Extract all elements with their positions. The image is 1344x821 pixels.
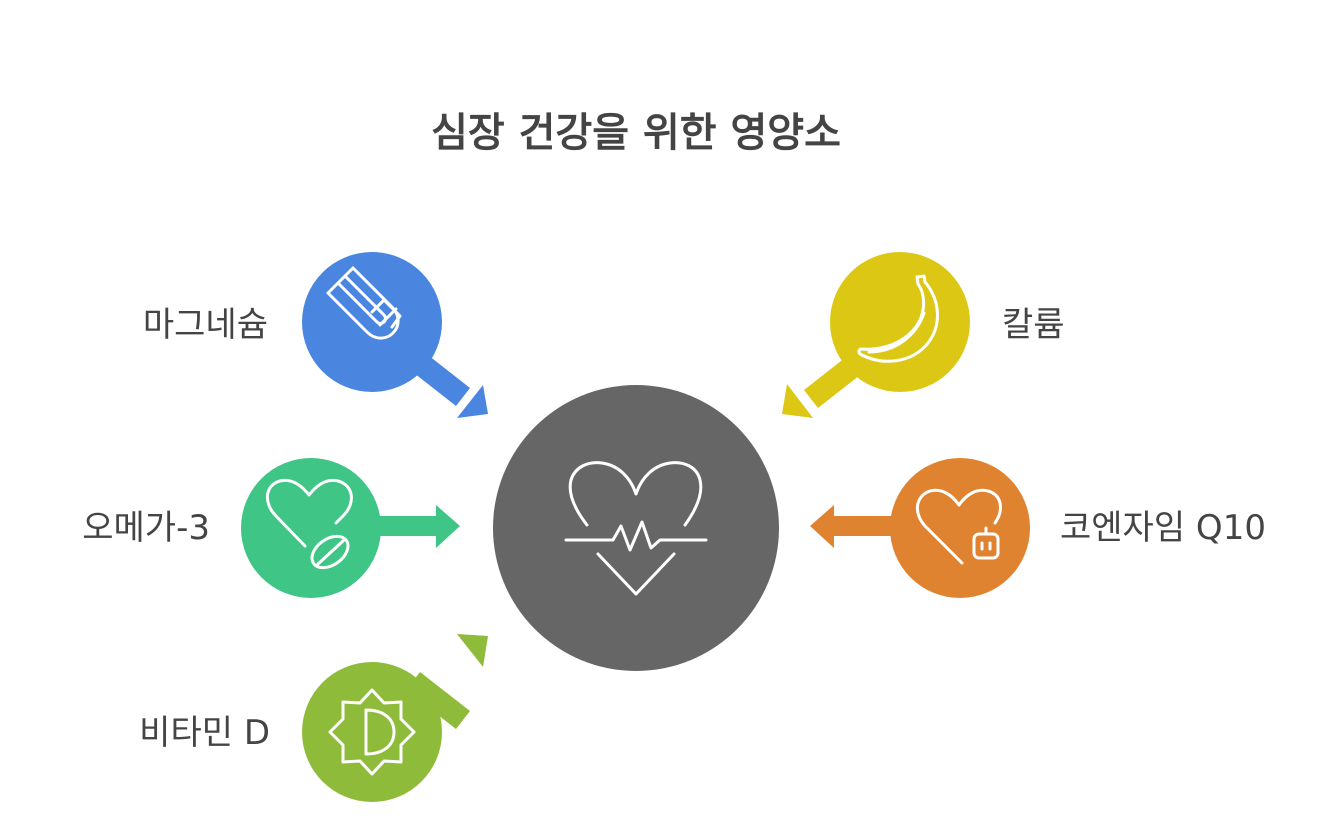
vitamin-d-circle <box>302 662 442 802</box>
vitamin-d-node: 비타민 D <box>139 662 442 802</box>
potassium-node: 칼륨 <box>830 252 1065 392</box>
coq10-circle <box>890 458 1030 598</box>
coq10-label: 코엔자임 Q10 <box>1060 508 1266 548</box>
coq10-arrow <box>810 505 900 548</box>
potassium-circle <box>830 252 970 392</box>
heart-robot-icon <box>916 488 1002 565</box>
magnesium-label: 마그네슘 <box>143 305 268 345</box>
omega3-circle <box>241 458 381 598</box>
potassium-label: 칼륨 <box>1002 305 1065 345</box>
magnesium-circle <box>302 252 442 392</box>
center-node <box>493 385 779 671</box>
magnesium-node: 마그네슘 <box>143 252 442 392</box>
magnet-icon <box>326 266 402 340</box>
heart-pulse-icon <box>564 461 708 596</box>
center-circle <box>493 385 779 671</box>
omega3-node: 오메가-3 <box>82 458 381 598</box>
diagram-title: 심장 건강을 위한 영양소 <box>431 110 841 156</box>
omega3-arrow <box>370 505 460 548</box>
omega3-label: 오메가-3 <box>82 508 210 548</box>
sun-half-icon <box>328 688 416 776</box>
coq10-node: 코엔자임 Q10 <box>890 458 1266 598</box>
vitamin-d-label: 비타민 D <box>139 713 270 753</box>
heart-pill-icon <box>266 478 353 570</box>
banana-icon <box>857 274 939 363</box>
